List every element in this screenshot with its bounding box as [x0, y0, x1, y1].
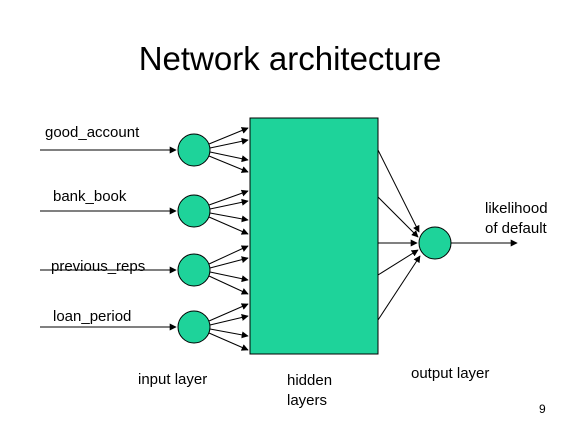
input-nodes [177, 133, 211, 344]
hidden-layers-caption-line2: layers [287, 392, 327, 409]
connection-arrow [208, 155, 249, 173]
connection-arrow [377, 249, 419, 276]
input-node-good-account [177, 133, 211, 167]
input-node-loan-period [177, 310, 211, 344]
input-arrows [40, 146, 177, 331]
hidden-layers-caption-line1: hidden [287, 372, 332, 389]
connection-arrow [209, 314, 249, 326]
connection-arrow [208, 275, 249, 295]
connection-arrow [208, 127, 249, 145]
connection-arrow [208, 332, 249, 351]
connection-arrow [208, 189, 249, 206]
input-label-good-account: good_account [45, 124, 140, 141]
output-layer-caption: output layer [411, 365, 489, 382]
input-label-bank-book: bank_book [53, 188, 127, 205]
output-node [418, 226, 452, 260]
connection-arrow [209, 328, 249, 339]
connection-arrow [377, 255, 421, 321]
connection-arrow [377, 196, 419, 238]
connection-arrow [208, 216, 249, 235]
input-to-hidden-arrows [208, 127, 249, 351]
connection-arrow [209, 271, 249, 283]
input-layer-caption: input layer [138, 371, 207, 388]
connection-arrow [208, 245, 249, 265]
connection-arrow [209, 256, 249, 269]
output-label-line1: likelihood [485, 200, 548, 217]
slide-title: Network architecture [139, 40, 442, 77]
slide-page-number: 9 [539, 402, 546, 416]
connection-arrow [209, 137, 249, 149]
input-label-previous-reps: previous_reps [51, 258, 145, 275]
connection-arrow [209, 212, 249, 223]
input-label-loan-period: loan_period [53, 308, 131, 325]
input-node-previous-reps [177, 253, 211, 287]
connection-arrow [377, 149, 420, 233]
connection-arrow [209, 198, 249, 210]
connection-arrow [208, 303, 249, 322]
hidden-layer-box [249, 117, 379, 355]
output-label-line2: of default [485, 220, 548, 237]
input-node-bank-book [177, 194, 211, 228]
hidden-to-output-arrows [377, 149, 421, 321]
connection-arrow [209, 151, 249, 163]
